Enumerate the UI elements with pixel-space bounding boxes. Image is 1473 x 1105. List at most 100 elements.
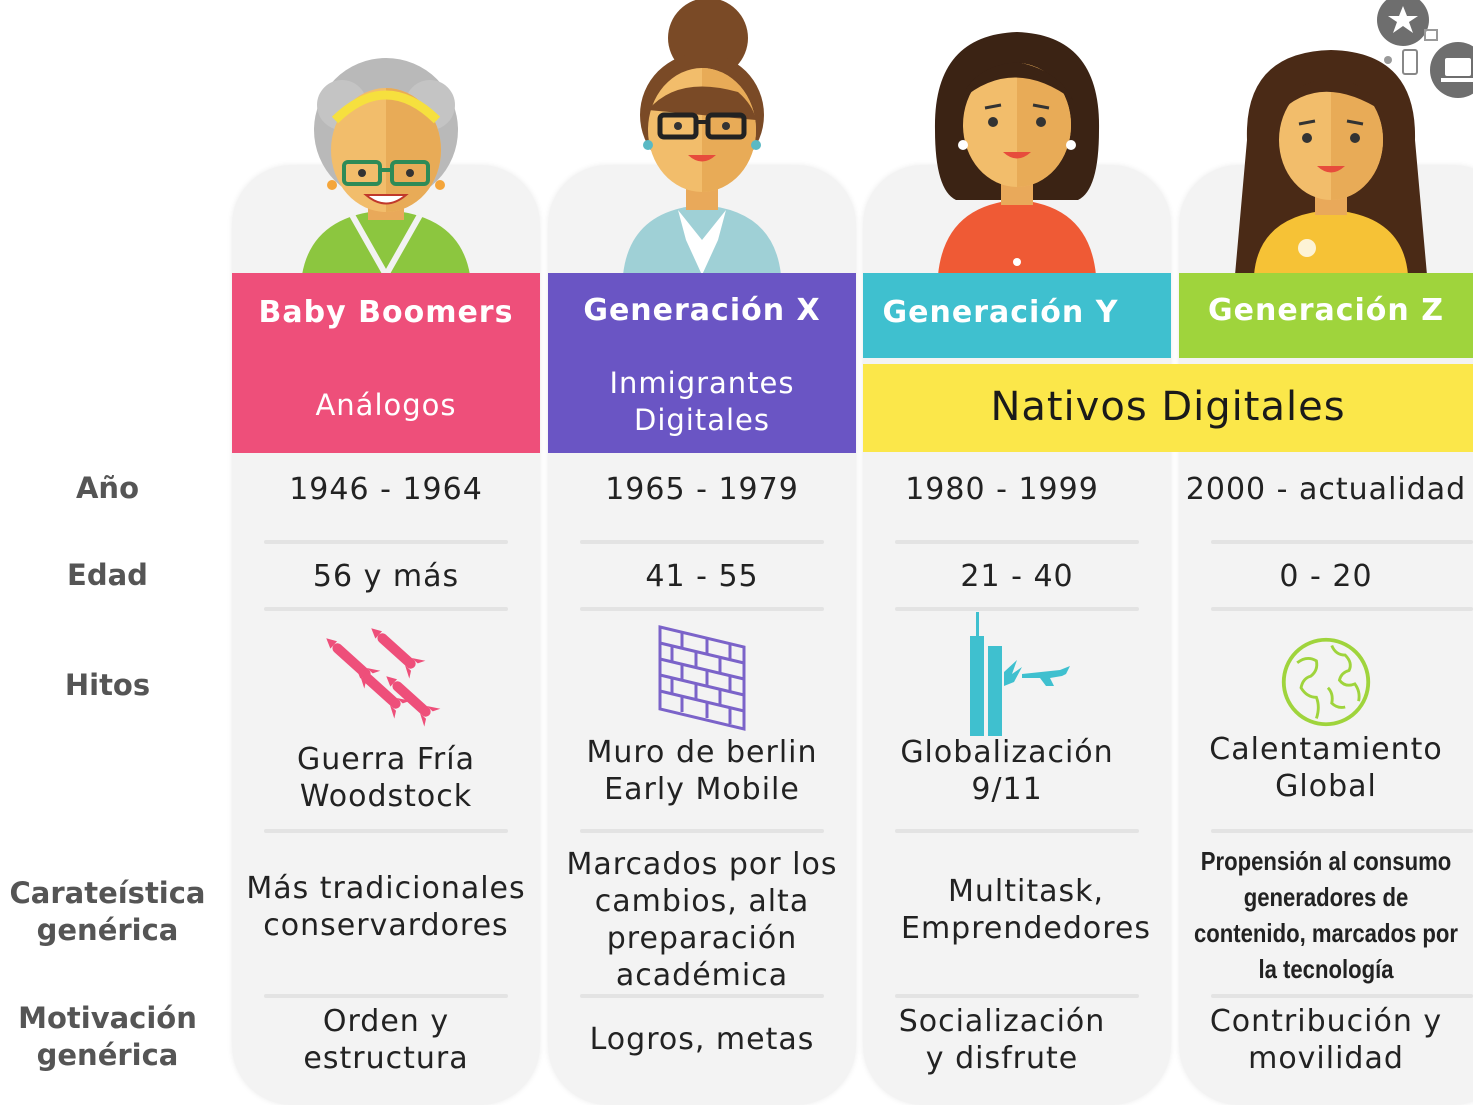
twin-towers-icon: [970, 612, 1070, 736]
cell-caracteristica-line: cambios, alta: [594, 884, 810, 919]
row-label-anio-text: Año: [75, 471, 139, 505]
cell-caracteristica-line: la tecnología: [1258, 954, 1394, 984]
cell-edad: 56 y más: [312, 559, 460, 594]
row-label-hitos-text: Hitos: [64, 668, 151, 702]
header-generacion-x: Generación X Inmigrantes Digitales: [548, 273, 856, 453]
row-label-edad: Edad: [0, 557, 215, 594]
row-divider: [264, 540, 508, 544]
column-generacion-y: Generación Y 1980 - 1999 21 - 40 Globali…: [863, 0, 1171, 1105]
generation-name: Generación Y: [882, 295, 1119, 330]
generation-subtitle-line: Inmigrantes: [609, 366, 795, 400]
cell-hitos: Calentamiento Global: [1179, 731, 1473, 805]
cell-edad: 41 - 55: [645, 559, 759, 594]
cell-caracteristica-line: contenido, marcados por: [1193, 918, 1459, 948]
row-divider: [264, 829, 508, 833]
cell-motivacion: Contribución y movilidad: [1179, 1003, 1473, 1077]
generation-name: Baby Boomers: [258, 295, 514, 330]
generation-name: Generación X: [583, 293, 821, 328]
cell-motivacion-line: movilidad: [1248, 1041, 1404, 1076]
generation-subtitle: Análogos: [232, 387, 540, 424]
cell-caracteristica-line: Más tradicionales: [246, 871, 526, 906]
cell-motivacion-line: Orden y: [322, 1004, 450, 1039]
cell-motivacion: Orden y estructura: [232, 1003, 540, 1077]
cell-hitos-line: Guerra Fría: [297, 742, 475, 777]
row-divider: [895, 994, 1139, 998]
cell-motivacion: Logros, metas: [548, 1021, 856, 1058]
rockets-icon: [326, 628, 441, 727]
generation-subtitle-line: Análogos: [315, 388, 457, 422]
cell-caracteristica: Propensión al consumo generadores de con…: [1184, 843, 1468, 987]
cell-caracteristica: Marcados por los cambios, alta preparaci…: [548, 846, 856, 994]
row-divider: [895, 829, 1139, 833]
column-generacion-x: Generación X Inmigrantes Digitales 1965 …: [548, 0, 856, 1105]
avatar-baby-boomer: [302, 58, 470, 275]
column-baby-boomers: Baby Boomers Análogos 1946 - 1964 56 y m…: [232, 0, 540, 1105]
cell-hitos-line: Global: [1275, 769, 1377, 804]
brick-wall-icon: [658, 625, 746, 731]
generation-subtitle-line: Digitales: [633, 403, 770, 437]
cell-hitos-line: Calentamiento: [1209, 732, 1443, 767]
row-divider: [580, 994, 824, 998]
row-divider: [1211, 607, 1473, 611]
cell-caracteristica-line: Multitask,: [947, 874, 1104, 909]
cell-caracteristica-line: académica: [615, 958, 789, 993]
cell-hitos: Globalización 9/11: [863, 734, 1151, 808]
row-divider: [580, 540, 824, 544]
avatar-generacion-x: [623, 0, 781, 275]
cell-caracteristica-line: Marcados por los: [566, 847, 838, 882]
avatar-generacion-y: [934, 32, 1100, 275]
cell-edad: 21 - 40: [960, 559, 1074, 594]
cell-anio: 1946 - 1964: [289, 472, 483, 507]
row-divider: [580, 607, 824, 611]
cell-hitos-line: Muro de berlin: [586, 735, 818, 770]
row-label-motivacion-line: genérica: [36, 1038, 179, 1072]
row-divider: [895, 540, 1139, 544]
cell-caracteristica-line: preparación: [606, 921, 798, 956]
globe-icon: [1281, 637, 1371, 727]
cell-caracteristica-line: Propensión al consumo: [1200, 846, 1452, 876]
cell-hitos-line: Globalización: [900, 735, 1114, 770]
cell-caracteristica-line: conservardores: [263, 908, 509, 943]
cell-motivacion: Socialización y disfrute: [863, 1003, 1141, 1077]
cell-anio: 2000 - actualidad: [1185, 472, 1467, 507]
cell-hitos-line: Early Mobile: [604, 772, 800, 807]
row-label-caracteristica-line: genérica: [36, 913, 179, 947]
row-label-hitos: Hitos: [0, 667, 215, 704]
cell-anio: 1980 - 1999: [905, 472, 1099, 507]
cell-motivacion-line: y disfrute: [925, 1041, 1079, 1076]
row-label-motivacion: Motivación genérica: [0, 1000, 215, 1074]
header-baby-boomers: Baby Boomers Análogos: [232, 273, 540, 453]
cell-anio: 1965 - 1979: [605, 472, 799, 507]
row-label-anio: Año: [0, 470, 215, 507]
row-divider: [1211, 829, 1473, 833]
tech-icons-decoration: [1377, 0, 1473, 98]
header-generacion-z: Generación Z: [1179, 273, 1473, 358]
cell-edad: 0 - 20: [1279, 559, 1373, 594]
cell-motivacion-line: estructura: [303, 1041, 469, 1076]
row-divider: [264, 607, 508, 611]
row-divider: [1211, 994, 1473, 998]
cell-hitos: Guerra Fría Woodstock: [232, 741, 540, 815]
cell-motivacion-line: Logros, metas: [589, 1022, 815, 1057]
cell-hitos: Muro de berlin Early Mobile: [548, 734, 856, 808]
row-divider: [580, 829, 824, 833]
row-label-caracteristica-line: Carateística: [9, 876, 206, 910]
row-label-caracteristica: Carateística genérica: [0, 875, 215, 949]
cell-motivacion-line: Socialización: [898, 1004, 1106, 1039]
cell-caracteristica: Más tradicionales conservardores: [232, 870, 540, 944]
cell-caracteristica: Multitask, Emprendedores: [881, 873, 1171, 947]
row-label-edad-text: Edad: [67, 558, 148, 592]
cell-caracteristica-line: Emprendedores: [900, 911, 1152, 946]
nativos-digitales-label: Nativos Digitales: [990, 384, 1346, 430]
cell-caracteristica-line: generadores de: [1243, 882, 1409, 912]
row-divider: [895, 607, 1139, 611]
cell-hitos-line: Woodstock: [299, 779, 473, 814]
nativos-digitales-band: Nativos Digitales: [863, 364, 1473, 452]
row-label-motivacion-line: Motivación: [18, 1001, 197, 1035]
generation-subtitle: Inmigrantes Digitales: [548, 365, 856, 439]
header-generacion-y: Generación Y: [863, 273, 1171, 358]
avatar-generacion-z: [1235, 50, 1427, 275]
column-generacion-z: Generación Z 2000 - actualidad 0 - 20 Ca…: [1179, 0, 1473, 1105]
cell-motivacion-line: Contribución y: [1209, 1004, 1443, 1039]
row-divider: [1211, 540, 1473, 544]
